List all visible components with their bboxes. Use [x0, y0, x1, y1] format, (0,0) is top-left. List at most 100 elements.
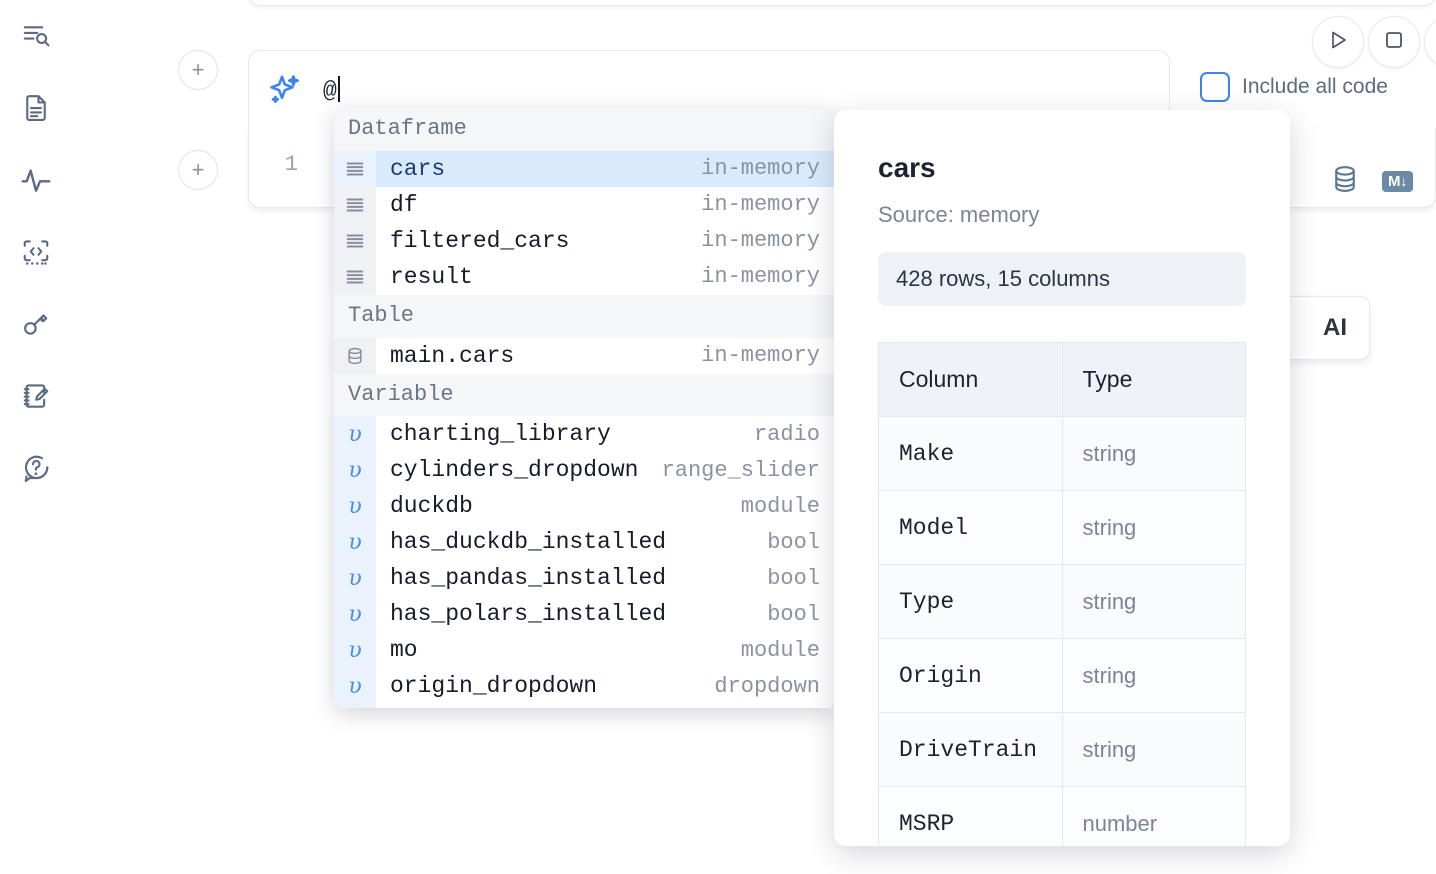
markdown-badge[interactable]: M↓	[1382, 171, 1413, 192]
doc-shape-badge: 428 rows, 15 columns	[878, 252, 1246, 306]
schema-column-name: MSRP	[878, 786, 1063, 846]
autocomplete-item-name: has_polars_installed	[390, 601, 667, 628]
autocomplete-group-header: Table	[334, 294, 834, 338]
stop-square-icon	[1382, 28, 1406, 57]
schema-column-name: Make	[878, 416, 1063, 491]
autocomplete-item-type: radio	[753, 421, 820, 447]
left-icon-rail	[0, 0, 72, 874]
autocomplete-item-type: bool	[767, 529, 820, 555]
variable-icon: υ	[334, 452, 376, 489]
autocomplete-item-name: df	[390, 191, 418, 218]
variable-icon: υ	[334, 524, 376, 561]
sidebar-item-secrets[interactable]	[14, 302, 58, 346]
schema-column-type: string	[1061, 712, 1246, 787]
text-caret	[337, 75, 340, 102]
more-actions-button[interactable]	[1424, 16, 1436, 68]
autocomplete-item-name: duckdb	[390, 493, 473, 520]
variable-icon: υ	[334, 596, 376, 633]
dataframe-icon	[334, 186, 376, 223]
doc-source: Source: memory	[878, 202, 1040, 227]
autocomplete-item-type: bool	[767, 565, 820, 591]
autocomplete-group-header: Dataframe	[334, 108, 834, 151]
autocomplete-item[interactable]: υ charting_library radio	[334, 416, 834, 453]
autocomplete-item-type: in-memory	[701, 156, 820, 182]
document-icon	[21, 93, 51, 123]
autocomplete-item[interactable]: υ has_polars_installed bool	[334, 596, 834, 633]
autocomplete-item-type: in-memory	[701, 228, 820, 254]
sidebar-item-scratchpad[interactable]	[14, 374, 58, 418]
autocomplete-item-type: dropdown	[714, 673, 820, 699]
database-icon[interactable]	[1330, 164, 1360, 199]
chat-help-icon	[21, 453, 51, 483]
autocomplete-item-name: main.cars	[390, 342, 515, 369]
autocomplete-item[interactable]: df in-memory	[334, 186, 834, 223]
generate-with-ai-label: AI	[1323, 314, 1347, 341]
column-header: Column	[878, 342, 1063, 417]
autocomplete-item-type: bool	[767, 601, 820, 627]
autocomplete-item-name: filtered_cars	[390, 227, 570, 254]
variable-icon: υ	[334, 668, 376, 705]
dataframe-icon	[334, 150, 376, 187]
autocomplete-item-name: result	[390, 263, 473, 290]
run-cell-button[interactable]	[1312, 16, 1364, 68]
autocomplete-item[interactable]: υ has_pandas_installed bool	[334, 560, 834, 597]
dataframe-icon	[334, 222, 376, 259]
variable-icon: υ	[334, 416, 376, 453]
ai-prompt-input[interactable]: @	[323, 75, 340, 104]
ai-prompt-value: @	[323, 77, 337, 104]
add-cell-below-button[interactable]: +	[178, 150, 218, 190]
autocomplete-item-name: mo	[390, 637, 418, 664]
schema-column-name: DriveTrain	[878, 712, 1063, 787]
table-header-row: Column Type	[878, 342, 1246, 417]
line-number: 1	[284, 152, 298, 177]
autocomplete-item-type: in-memory	[701, 192, 820, 218]
autocomplete-item[interactable]: υ origin_dropdown dropdown	[334, 668, 834, 705]
autocomplete-item-name: cars	[390, 155, 446, 182]
autocomplete-item[interactable]: υpdmodule	[334, 704, 834, 708]
dataframe-doc-panel: cars Source: memory 428 rows, 15 columns…	[834, 110, 1290, 846]
include-all-code-row[interactable]: Include all code	[1200, 72, 1388, 102]
activity-icon	[20, 164, 52, 196]
autocomplete-item[interactable]: filtered_cars in-memory	[334, 222, 834, 259]
schema-column-type: string	[1061, 490, 1246, 565]
stop-cell-button[interactable]	[1368, 16, 1420, 68]
variable-icon: υ	[334, 488, 376, 525]
sidebar-item-file-search[interactable]	[14, 14, 58, 58]
autocomplete-item[interactable]: cars in-memory	[334, 150, 834, 187]
autocomplete-item[interactable]: main.cars in-memory	[334, 337, 834, 374]
notepad-edit-icon	[21, 381, 51, 411]
variable-icon: υ	[334, 632, 376, 669]
cell-status-icons: M↓	[1330, 164, 1413, 199]
include-all-code-checkbox[interactable]	[1200, 72, 1230, 102]
autocomplete-item-type: in-memory	[701, 343, 820, 369]
autocomplete-item-name: charting_library	[390, 421, 611, 448]
autocomplete-item-name: cylinders_dropdown	[390, 457, 639, 484]
add-cell-above-button[interactable]: +	[178, 50, 218, 90]
autocomplete-item-name: origin_dropdown	[390, 673, 598, 700]
sidebar-item-document[interactable]	[14, 86, 58, 130]
autocomplete-group-header: Variable	[334, 373, 834, 417]
sidebar-item-snippets[interactable]	[14, 230, 58, 274]
sidebar-item-activity[interactable]	[14, 158, 58, 202]
variable-icon: υ	[334, 560, 376, 597]
variable-icon: υ	[334, 704, 376, 708]
notebook-cell-above[interactable]	[248, 0, 1436, 6]
key-icon	[21, 309, 51, 339]
autocomplete-item-name: has_pandas_installed	[390, 565, 667, 592]
schema-column-type: string	[1061, 638, 1246, 713]
schema-column-name: Model	[878, 490, 1063, 565]
schema-column-name: Type	[878, 564, 1063, 639]
type-header: Type	[1061, 342, 1246, 417]
file-search-icon	[21, 21, 51, 51]
sidebar-item-help[interactable]	[14, 446, 58, 490]
